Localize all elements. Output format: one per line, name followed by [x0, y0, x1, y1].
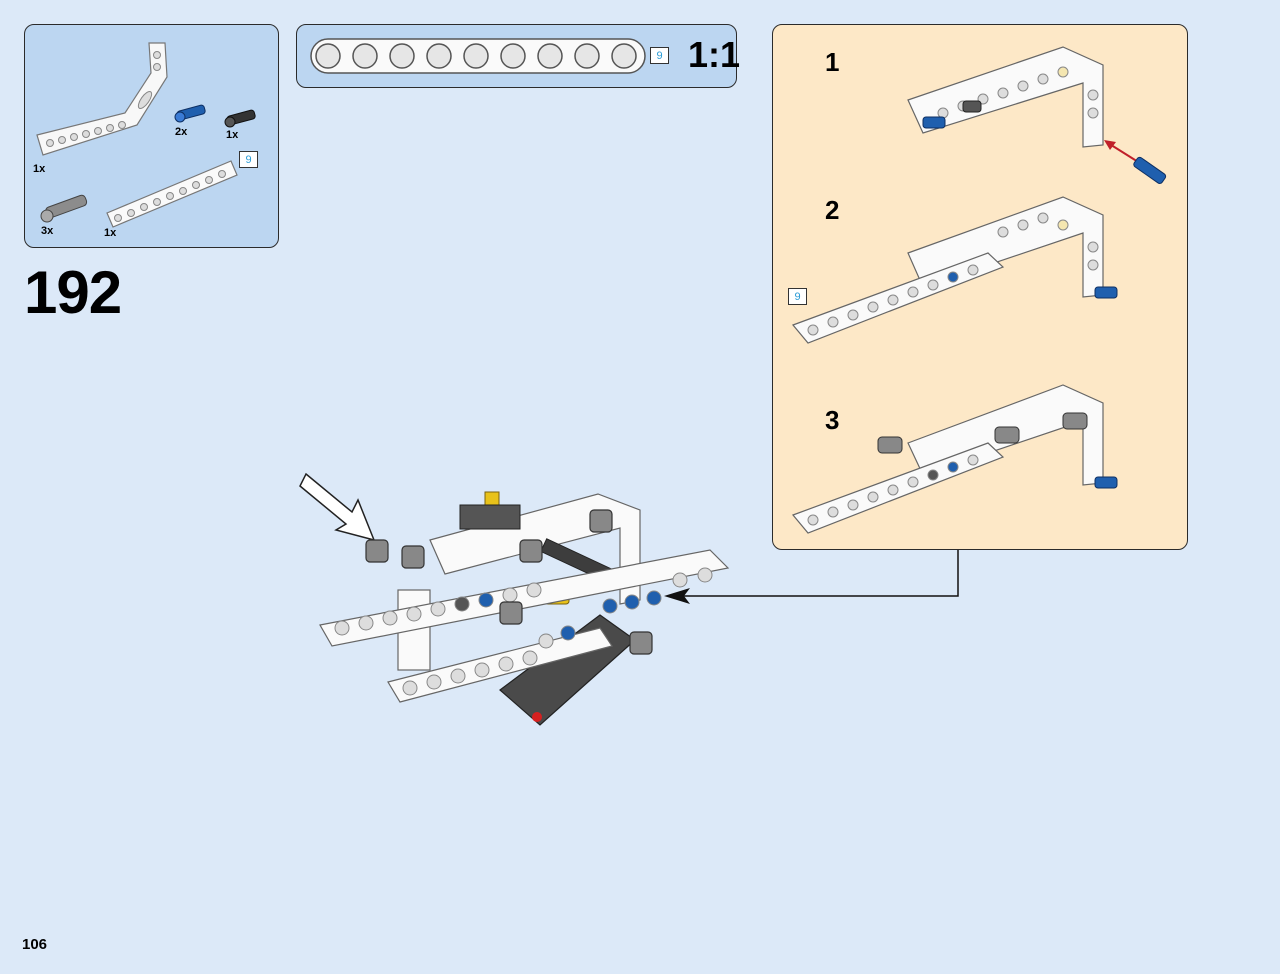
substep-2-length-badge: 9: [788, 288, 807, 305]
substep-1-drawing: [907, 46, 1167, 184]
substep-1-label: 1: [825, 47, 840, 77]
substep-2-label: 2: [825, 195, 840, 225]
angled-beam-qty: 1x: [33, 163, 46, 175]
callout-connector-line: [680, 550, 959, 597]
straight-beam-qty: 1x: [104, 227, 117, 239]
substep-drawings: [791, 46, 1167, 534]
straight-beam-9-icon: [106, 160, 238, 228]
ruler-beam: [310, 38, 646, 74]
insertion-arrow-icon: [299, 472, 376, 542]
grey-axle-pin-icon: [40, 194, 88, 223]
black-pin-icon: [224, 109, 256, 128]
parts-list-drawing: [36, 42, 256, 228]
callout-arrow-head: [664, 588, 690, 604]
blue-pin-icon: [174, 104, 206, 123]
parts-list-panel: 1x 2x 1x 3x 1x 9: [24, 24, 279, 248]
angled-beam-icon: [36, 42, 168, 156]
beam-length-badge: 9: [239, 151, 258, 168]
blue-pin-qty: 2x: [175, 126, 188, 138]
axle-pin-qty: 3x: [41, 225, 54, 237]
page-number: 106: [22, 936, 48, 953]
ruler-panel: 9: [296, 24, 737, 88]
substep-2-drawing: [791, 196, 1118, 344]
substep-3-label: 3: [825, 405, 840, 435]
substep-panel: 1 2 3 9: [772, 24, 1188, 550]
step-number: 192: [24, 259, 122, 326]
ruler-length-badge: 9: [650, 47, 669, 64]
scale-label: 1:1: [688, 34, 741, 75]
substep-3-drawing: [791, 384, 1118, 534]
black-pin-qty: 1x: [226, 129, 239, 141]
